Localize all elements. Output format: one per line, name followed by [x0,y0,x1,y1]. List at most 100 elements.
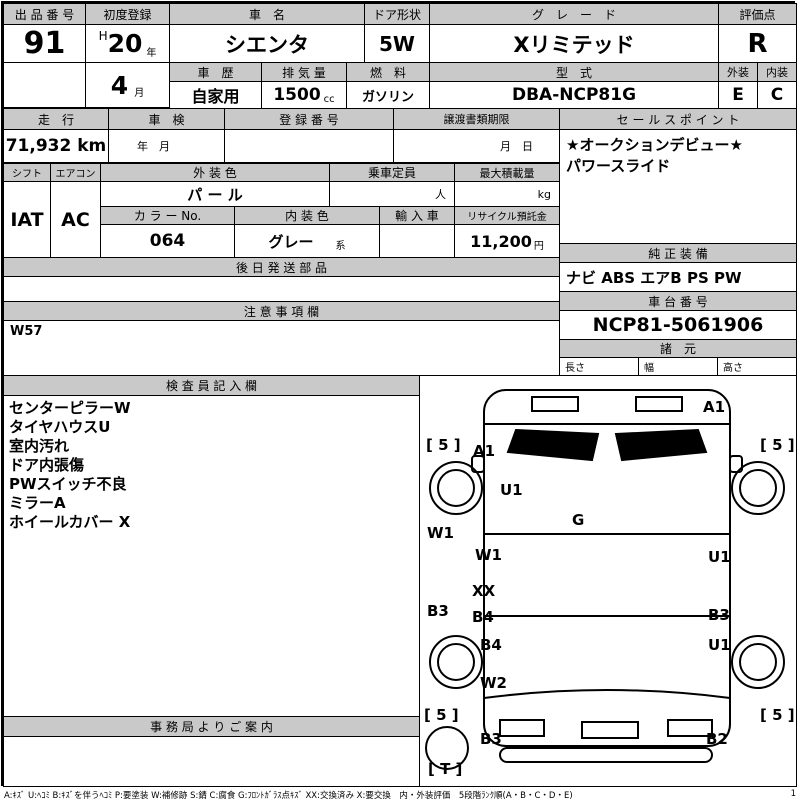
damage-mark: B3 [708,606,730,624]
aircon-value: AC [50,181,101,258]
first-registration-year-cell: H 20 年 [85,24,170,63]
max-load-header: 最大積載量 [454,163,560,182]
lot-number-value: 91 [3,24,86,63]
inspector-notes-content: センターピラーW タイヤハウスU 室内汚れ ドア内張傷 PWスイッチ不良 ミラー… [3,395,420,717]
spec-height-label: 高さ [717,357,797,376]
grade-value: Xリミテッド [429,24,719,63]
sales-point-line1: ★オークションデビュー★ [566,136,743,154]
car-name-header: 車 名 [169,3,365,25]
damage-mark: U1 [500,481,523,499]
interior-color-header: 内 装 色 [234,206,380,225]
sales-point-content: ★オークションデビュー★ パワースライド [559,129,797,244]
legend-row: A:ｷｽﾞ U:ﾍｺﾐ B:ｷｽﾞを伴うﾍｺﾐ P:要塗装 W:補修跡 S:錆 … [4,789,796,801]
interior-color-value-cell: グレー 系 [234,224,380,258]
inspection-header: 車 検 [108,108,225,130]
grade-header: グ レ ー ド [429,3,719,25]
import-car-value [379,224,455,258]
damage-mark: U1 [708,636,731,654]
history-value: 自家用 [169,81,262,109]
interior-color-value: グレー [268,232,314,251]
aircon-header: エアコン [50,163,101,182]
max-load-value: kg [454,181,560,207]
score-header: 評価点 [718,3,797,25]
inspector-note: タイヤハウスU [9,418,111,436]
chassis-number-value: NCP81-5061906 [559,310,797,340]
interior-color-suffix: 系 [335,241,346,252]
inspector-note: ミラーA [9,494,66,512]
office-content [3,736,420,787]
displacement-value: 1500 [273,85,321,105]
inspector-note: ドア内張傷 [9,456,85,474]
transfer-deadline-header: 譲渡書類期限 [393,108,560,130]
shift-value: IAT [3,181,51,258]
exterior-color-header: 外 装 色 [100,163,330,182]
damage-mark: XX [472,582,496,600]
import-car-header: 輸 入 車 [379,206,455,225]
registration-number-value [224,129,394,163]
fuel-value: ガソリン [346,81,430,109]
sales-point-header: セ ー ル ス ポ イ ン ト [559,108,797,130]
damage-mark: W2 [480,674,507,692]
color-no-value: 064 [100,224,235,258]
transfer-deadline-value: 月 日 [393,129,560,163]
damage-mark: [ 5 ] [426,436,461,454]
first-registration-header: 初度登録 [85,3,170,25]
lot-number-header: 出 品 番 号 [3,3,86,25]
recycle-deposit-value-cell: 11,200 円 [454,224,560,258]
page-number: 1 [790,789,796,799]
recycle-deposit-value: 11,200 [470,231,532,251]
damage-mark: [ 5 ] [760,706,795,724]
door-shape-header: ドア形状 [364,3,430,25]
door-shape-value: 5W [364,24,430,63]
later-parts-header: 後 日 発 送 部 品 [3,257,560,277]
damage-mark: U1 [708,548,731,566]
first-registration-month-cell: 4 月 [85,62,170,108]
damage-mark: [ 5 ] [760,436,795,454]
exterior-score-header: 外装 [718,62,758,82]
model-code-header: 型 式 [429,62,719,82]
inspector-note: 室内汚れ [9,437,70,455]
capacity-header: 乗車定員 [329,163,455,182]
mileage-value: 71,932 km [3,129,109,163]
score-value: R [718,24,797,63]
displacement-header: 排 気 量 [261,62,347,82]
mileage-header: 走 行 [3,108,109,130]
recycle-deposit-header: リサイクル預託金 [454,206,560,225]
damage-mark: W1 [475,546,502,564]
equipment-value: ナビ ABS エアB PS PW [559,262,797,292]
damage-mark: G [572,511,585,529]
first-reg-year-unit: 年 [146,48,157,59]
exterior-score-value: E [718,81,758,109]
exterior-color-value: パ ー ル [100,181,330,207]
car-top-view-icon [425,389,785,770]
history-header: 車 歴 [169,62,262,82]
damage-mark: A1 [473,442,496,460]
later-parts-value [3,276,560,302]
legend-text: A:ｷｽﾞ U:ﾍｺﾐ B:ｷｽﾞを伴うﾍｺﾐ P:要塗装 W:補修跡 S:錆 … [4,791,573,801]
car-name-value: シエンタ [169,24,365,63]
office-header: 事 務 局 よ り ご 案 内 [3,716,420,737]
first-reg-era: H [98,29,108,43]
shift-header: シフト [3,163,51,182]
inspection-value: 年 月 [108,129,225,163]
sales-point-line2: パワースライド [566,157,671,175]
inspector-note: ホイールカバー X [9,513,131,531]
damage-mark: B3 [480,730,502,748]
spec-width-label: 幅 [638,357,718,376]
inspector-notes-header: 検 査 員 記 入 欄 [3,375,420,396]
damage-mark: B2 [706,730,728,748]
damage-mark: B4 [480,636,502,654]
recycle-deposit-unit: 円 [533,241,544,252]
damage-mark: B3 [427,602,449,620]
registration-number-header: 登 録 番 号 [224,108,394,130]
damage-mark: A1 [703,398,726,416]
caution-value: W57 [3,320,560,376]
spec-length-label: 長さ [559,357,639,376]
displacement-unit: cc [323,94,335,105]
damage-mark: [ 5 ] [424,706,459,724]
inspector-note: センターピラーW [9,399,131,417]
caution-header: 注 意 事 項 欄 [3,301,560,321]
interior-score-header: 内装 [757,62,797,82]
interior-score-value: C [757,81,797,109]
